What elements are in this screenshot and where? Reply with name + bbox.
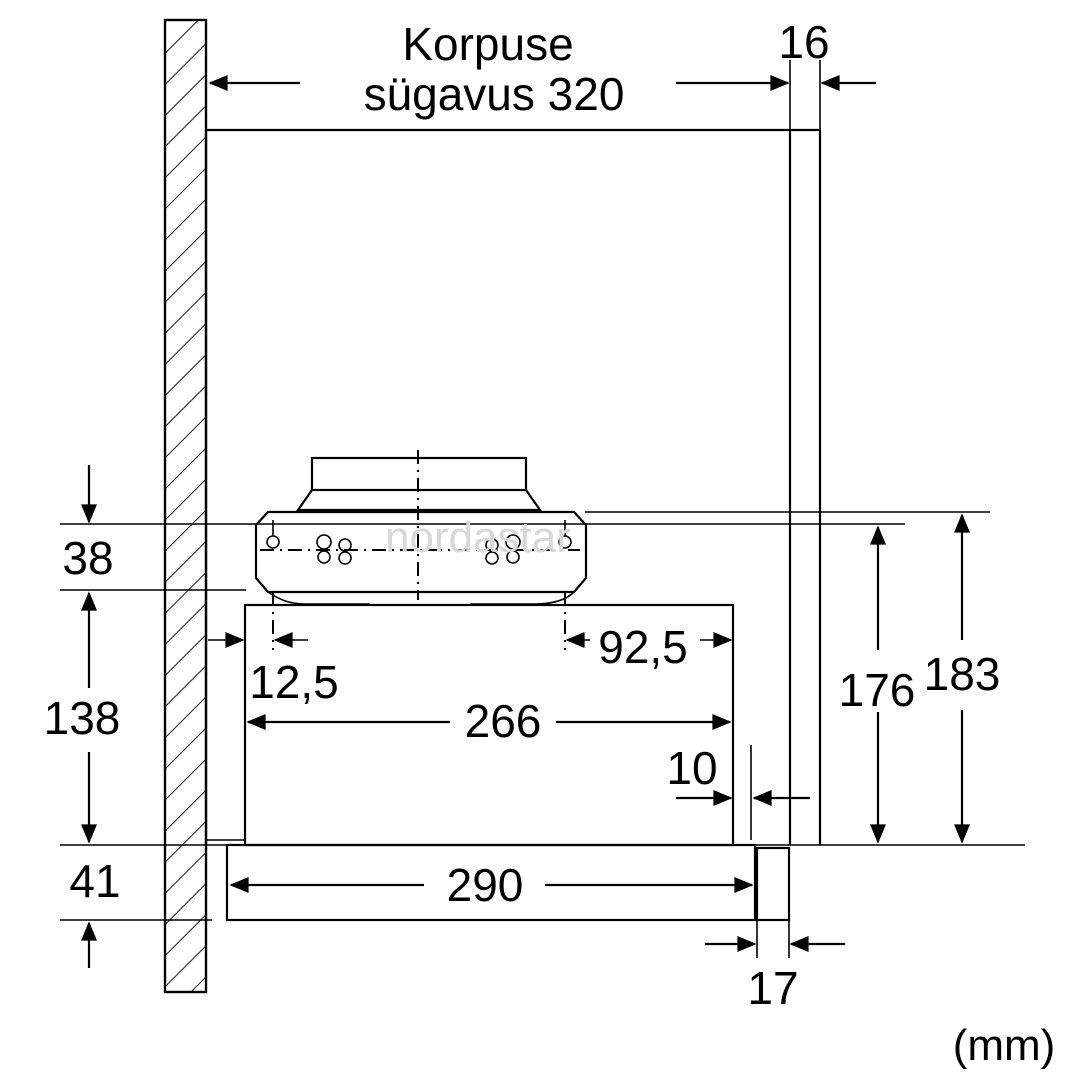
depth-dimension [208,60,876,130]
label-offset-right: 92,5 [598,621,688,673]
label-tray-width: 290 [447,859,524,911]
label-height-inner: 176 [839,664,916,716]
label-body-height: 138 [44,692,121,744]
label-unit: (mm) [953,1021,1056,1070]
label-top-section: 38 [62,532,113,584]
mounting-bracket [254,450,588,650]
reference-lines [60,511,1025,921]
label-height-total: 183 [924,648,1001,700]
label-front-panel: 16 [778,16,829,68]
cabinet-outline [204,128,822,845]
label-cabinet-depth-1: Korpuse [402,18,573,70]
label-offset-left: 12,5 [249,656,339,708]
right-vertical-dimensions [870,513,970,844]
wall [163,18,208,994]
label-bottom-strip: 41 [69,855,120,907]
label-cabinet-depth-2: sügavus 320 [364,68,625,120]
label-gap: 10 [666,742,717,794]
label-handle-depth: 17 [747,962,798,1014]
horizontal-dimensions [208,632,845,958]
label-body-width: 266 [465,695,542,747]
watermark-text: nordastar [385,513,571,562]
